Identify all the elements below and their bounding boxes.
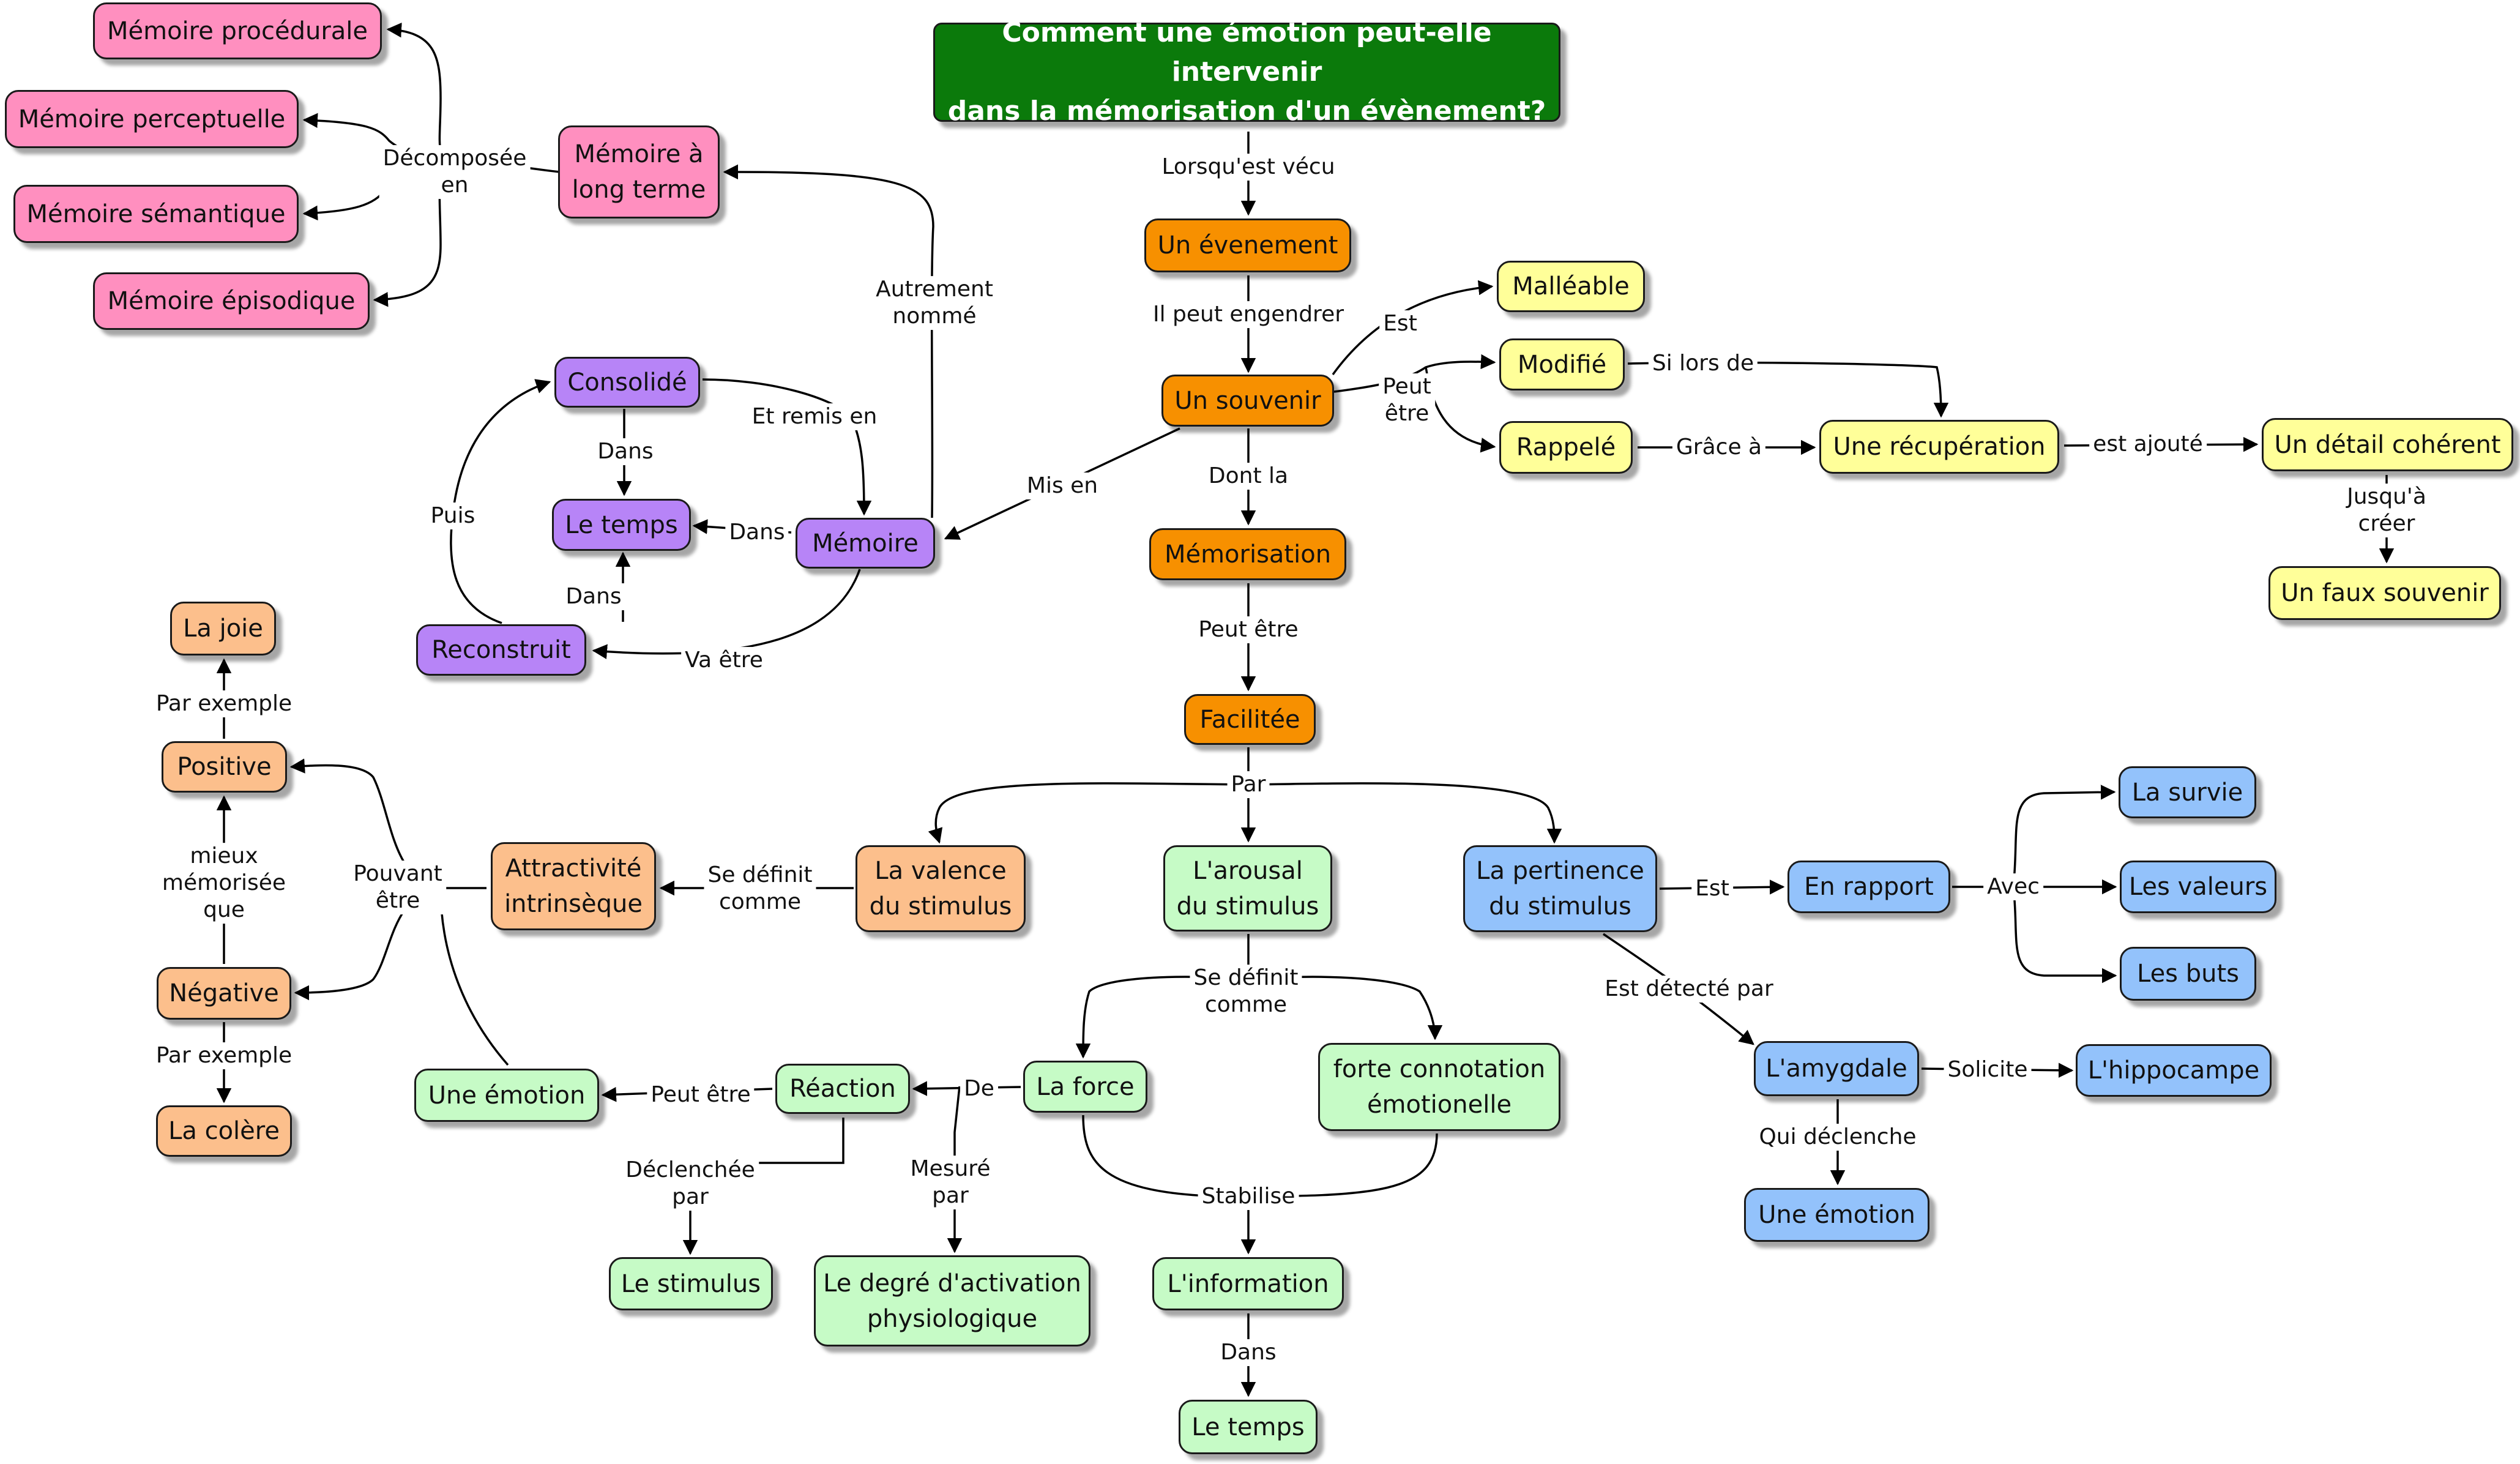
node-le-temps-2[interactable]: Le temps bbox=[1179, 1400, 1318, 1454]
connector-36 bbox=[1075, 976, 1249, 1059]
connector-12 bbox=[723, 164, 934, 518]
node-facilitee[interactable]: Facilitée bbox=[1184, 694, 1316, 745]
node-mem-perceptuelle[interactable]: Mémoire perceptuelle bbox=[5, 90, 299, 148]
node-mem-procedurale[interactable]: Mémoire procédurale bbox=[93, 2, 382, 59]
link-label-peut-etre-2: Peut être bbox=[1195, 616, 1302, 643]
link-label-stabilise: Stabilise bbox=[1198, 1183, 1299, 1210]
node-souvenir[interactable]: Un souvenir bbox=[1161, 375, 1334, 427]
link-label-par-exemple-1: Par exemple bbox=[152, 690, 296, 717]
node-memorisation[interactable]: Mémorisation bbox=[1149, 528, 1346, 580]
node-les-valeurs[interactable]: Les valeurs bbox=[2120, 861, 2276, 913]
node-en-rapport[interactable]: En rapport bbox=[1787, 861, 1950, 913]
link-label-lorsqu-est-vecu: Lorsqu'est vécu bbox=[1158, 154, 1339, 181]
link-label-grace-a: Grâce à bbox=[1672, 434, 1766, 461]
connector-41 bbox=[947, 1086, 963, 1253]
node-evenement[interactable]: Un évenement bbox=[1144, 218, 1351, 272]
link-label-mis-en: Mis en bbox=[1023, 472, 1102, 499]
link-label-peut-etre-1: Peut être bbox=[1379, 373, 1435, 427]
node-reaction[interactable]: Réaction bbox=[775, 1064, 910, 1114]
link-label-solicite: Solicite bbox=[1944, 1056, 2032, 1083]
node-la-joie[interactable]: La joie bbox=[170, 602, 276, 655]
node-les-buts[interactable]: Les buts bbox=[2120, 947, 2256, 1001]
node-positive[interactable]: Positive bbox=[162, 741, 287, 793]
connector-20 bbox=[386, 22, 453, 162]
node-detail-coherent[interactable]: Un détail cohérent bbox=[2262, 418, 2513, 471]
node-la-force[interactable]: La force bbox=[1023, 1061, 1147, 1113]
link-label-dans-1: Dans bbox=[594, 438, 657, 465]
node-mem-episodique[interactable]: Mémoire épisodique bbox=[93, 272, 370, 330]
node-negative[interactable]: Négative bbox=[157, 967, 291, 1020]
link-label-va-etre: Va être bbox=[681, 647, 767, 674]
node-rappele[interactable]: Rappelé bbox=[1499, 421, 1633, 474]
node-degre-activation[interactable]: Le degré d'activation physiologique bbox=[814, 1255, 1090, 1346]
link-label-dans-3: Dans bbox=[562, 583, 625, 610]
link-label-est-1: Est bbox=[1379, 310, 1421, 337]
link-label-dont-la: Dont la bbox=[1204, 463, 1292, 490]
node-pertinence[interactable]: La pertinence du stimulus bbox=[1463, 845, 1657, 932]
connector-37 bbox=[1248, 976, 1443, 1040]
connector-26 bbox=[1248, 782, 1562, 844]
link-label-si-lors-de: Si lors de bbox=[1648, 350, 1758, 377]
node-attractivite[interactable]: Attractivité intrinsèque bbox=[491, 842, 656, 930]
link-label-dans-4: Dans bbox=[1217, 1339, 1280, 1366]
link-label-autrement-nomme: Autrement nommé bbox=[872, 276, 997, 330]
node-recuperation[interactable]: Une récupération bbox=[1819, 420, 2059, 474]
node-une-emotion-1[interactable]: Une émotion bbox=[414, 1069, 599, 1122]
link-label-se-definit-comme-2: Se définit comme bbox=[1190, 965, 1302, 1018]
node-reconstruit[interactable]: Reconstruit bbox=[416, 624, 586, 676]
link-label-et-remis-en: Et remis en bbox=[748, 403, 881, 430]
link-label-est-2: Est bbox=[1691, 875, 1733, 902]
node-modifie[interactable]: Modifié bbox=[1499, 338, 1625, 390]
link-label-par-exemple-2: Par exemple bbox=[152, 1042, 296, 1069]
connector-48 bbox=[2012, 886, 2117, 984]
link-label-se-definit-comme-1: Se définit comme bbox=[704, 862, 816, 916]
node-memoire-long-terme[interactable]: Mémoire à long terme bbox=[558, 125, 720, 218]
node-malleable[interactable]: Malléable bbox=[1497, 261, 1645, 312]
link-label-de: De bbox=[960, 1075, 998, 1102]
link-label-avec: Avec bbox=[1983, 873, 2043, 900]
link-label-est-ajoute: est ajouté bbox=[2089, 431, 2207, 458]
node-le-temps-1[interactable]: Le temps bbox=[552, 499, 691, 551]
link-label-qui-declenche: Qui déclenche bbox=[1755, 1124, 1920, 1151]
link-label-peut-etre-3: Peut être bbox=[647, 1081, 755, 1108]
link-label-dans-2: Dans bbox=[725, 519, 789, 546]
link-label-jusqu-a-creer: Jusqu'à créer bbox=[2320, 484, 2453, 537]
link-label-declenchee-par: Déclenchée par bbox=[622, 1157, 759, 1211]
node-memoire[interactable]: Mémoire bbox=[796, 518, 935, 569]
node-forte-connotation[interactable]: forte connotation émotionelle bbox=[1318, 1043, 1560, 1131]
node-amygdale[interactable]: L'amygdale bbox=[1754, 1041, 1919, 1096]
node-hippocampe[interactable]: L'hippocampe bbox=[2076, 1044, 2272, 1097]
node-la-survie[interactable]: La survie bbox=[2119, 766, 2256, 818]
link-label-par: Par bbox=[1227, 771, 1270, 798]
node-arousal[interactable]: L'arousal du stimulus bbox=[1163, 845, 1332, 932]
node-le-stimulus[interactable]: Le stimulus bbox=[609, 1257, 773, 1310]
connector-4 bbox=[1425, 367, 1496, 453]
node-consolide[interactable]: Consolidé bbox=[554, 357, 700, 408]
link-label-est-detecte-par: Est détecté par bbox=[1601, 976, 1777, 1003]
node-title[interactable]: Comment une émotion peut-elle intervenir… bbox=[933, 17, 1560, 127]
link-label-pouvant-etre: Pouvant être bbox=[349, 861, 446, 914]
node-faux-souvenir[interactable]: Un faux souvenir bbox=[2268, 566, 2501, 620]
link-label-mieux-memorisee-que: mieux mémorisée que bbox=[158, 843, 290, 924]
connector-18 bbox=[592, 569, 861, 659]
link-label-il-peut-engendrer: Il peut engendrer bbox=[1149, 301, 1348, 328]
link-label-puis: Puis bbox=[427, 502, 479, 529]
link-label-decomposee-en: Décomposée en bbox=[379, 145, 531, 199]
node-mem-semantique[interactable]: Mémoire sémantique bbox=[13, 185, 299, 243]
node-valence[interactable]: La valence du stimulus bbox=[856, 845, 1026, 932]
node-une-emotion-2[interactable]: Une émotion bbox=[1744, 1188, 1929, 1242]
connector-13 bbox=[702, 378, 872, 516]
link-label-mesure-par: Mesuré par bbox=[906, 1156, 994, 1209]
connector-47 bbox=[2012, 785, 2116, 887]
node-la-colere[interactable]: La colère bbox=[156, 1105, 292, 1157]
node-information[interactable]: L'information bbox=[1152, 1257, 1344, 1310]
connector-25 bbox=[928, 782, 1249, 844]
